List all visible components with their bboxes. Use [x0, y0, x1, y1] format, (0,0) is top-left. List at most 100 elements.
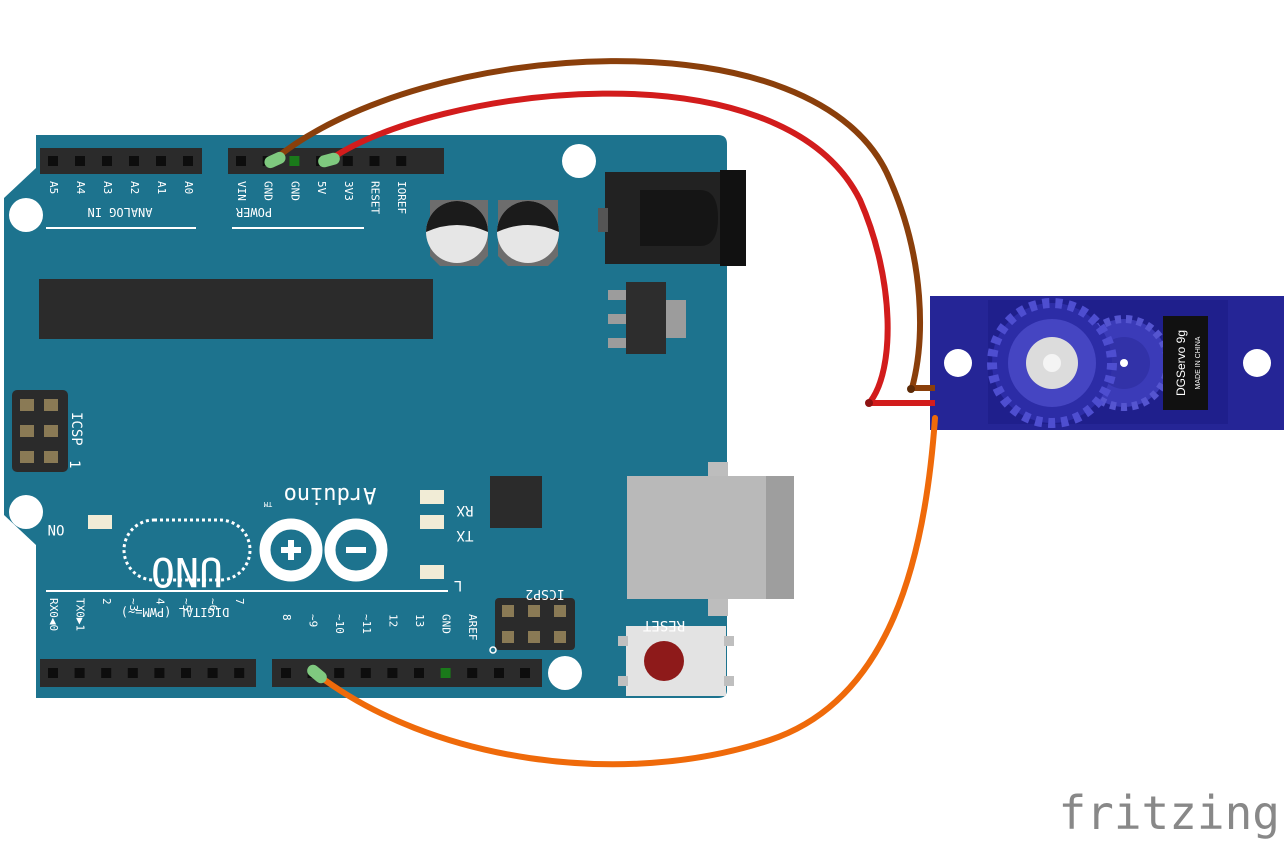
mounting-hole	[9, 198, 43, 232]
fritzing-watermark: fritzing	[1058, 786, 1280, 840]
arduino-brand: Arduino	[284, 482, 377, 507]
header-pin[interactable]	[156, 156, 166, 166]
servo-mount-hole	[1243, 349, 1271, 377]
header-pin[interactable]	[396, 156, 407, 166]
header-pin[interactable]	[467, 668, 478, 678]
pin-label: 12	[386, 614, 399, 627]
power-label: POWER	[235, 205, 272, 219]
reset-button[interactable]: RESET	[618, 617, 734, 696]
pin-label: 8	[280, 614, 293, 621]
arduino-uno-board: ANALOG IN POWER	[4, 135, 794, 698]
header-pin[interactable]	[234, 668, 245, 678]
pin-label: 3V3	[342, 181, 355, 201]
rx-led: RX	[420, 490, 473, 518]
mounting-hole	[548, 656, 582, 690]
header-pin[interactable]	[440, 668, 451, 678]
pin-label: VIN	[235, 181, 248, 201]
header-pin[interactable]	[129, 156, 139, 166]
icsp-label: ICSP	[68, 412, 84, 446]
arduino-logo: Arduino TM UNO	[122, 482, 388, 594]
capacitor	[426, 200, 488, 266]
infinity-logo-icon	[259, 518, 388, 582]
on-led-label: ON	[48, 521, 65, 537]
reset-button-cap[interactable]	[644, 641, 684, 681]
tx-led: TX	[420, 515, 473, 543]
rx-led-label: RX	[456, 502, 473, 518]
header-pin[interactable]	[414, 668, 424, 678]
pin-label: 2	[100, 598, 113, 605]
pin-label: GND	[288, 181, 301, 201]
servo-mount-hole	[944, 349, 972, 377]
servo-model-label: DGServo 9g	[1174, 330, 1188, 396]
pin-label: 4	[153, 598, 166, 605]
wire-end-gnd	[264, 151, 286, 169]
power-wire-bend	[865, 399, 873, 407]
voltage-regulator	[608, 282, 686, 354]
header-pin[interactable]	[207, 668, 218, 678]
pin-label: ~10	[333, 614, 346, 634]
ground-wire-bend	[907, 385, 915, 393]
header-pin[interactable]	[127, 668, 138, 678]
pin-label: A0	[182, 181, 195, 194]
icsp2-header: ICSP2	[495, 586, 575, 650]
capacitor	[497, 200, 559, 266]
header-pin[interactable]	[387, 668, 398, 678]
power-jack	[598, 170, 746, 266]
uno-model: UNO	[151, 548, 223, 594]
pin-label: RESET	[369, 181, 382, 214]
power-wire[interactable]	[328, 90, 891, 405]
trademark-mark: TM	[264, 500, 272, 508]
header-pin[interactable]	[334, 668, 345, 678]
pin-label: A5	[47, 181, 60, 194]
on-led: ON	[48, 515, 112, 537]
servo-motor: DGServo 9g MADE IN CHINA	[930, 296, 1284, 430]
reset-label: RESET	[642, 617, 685, 633]
pin-label: ~5	[180, 598, 193, 611]
header-pin[interactable]	[494, 668, 504, 678]
analog-header: ANALOG IN	[40, 148, 202, 229]
pin-label: A1	[155, 181, 168, 194]
header-pin[interactable]	[289, 156, 300, 166]
pin-label: AREF	[466, 614, 479, 641]
pin-label: IOREF	[395, 181, 408, 214]
pin-label: RX0◀0	[47, 598, 60, 631]
ground-wire[interactable]	[272, 58, 923, 391]
header-pin[interactable]	[360, 668, 371, 678]
servo-label-plate	[1163, 316, 1208, 410]
icsp-pin1-marker: 1	[66, 460, 82, 468]
usb-serial-chip	[490, 476, 542, 528]
signal-wire[interactable]	[315, 415, 938, 768]
pin-label: ~3	[127, 598, 140, 611]
pin-label: A3	[101, 181, 114, 194]
header-pin[interactable]	[342, 156, 353, 166]
header-pin[interactable]	[369, 156, 380, 166]
servo-gear-main	[987, 298, 1117, 428]
header-pin[interactable]	[74, 668, 85, 678]
mounting-hole	[562, 144, 596, 178]
pin-label: GND	[440, 614, 453, 634]
digital-header-low	[40, 659, 256, 687]
pin-label: 13	[413, 614, 426, 627]
wire-end-pin9	[307, 664, 327, 684]
header-pin[interactable]	[154, 668, 165, 678]
header-pin[interactable]	[236, 156, 246, 166]
mounting-hole	[9, 495, 43, 529]
tx-led-label: TX	[456, 527, 473, 543]
header-pin[interactable]	[75, 156, 85, 166]
header-pin[interactable]	[48, 668, 58, 678]
header-pin[interactable]	[181, 668, 191, 678]
icsp2-label: ICSP2	[525, 586, 564, 601]
header-pin[interactable]	[183, 156, 193, 166]
uno-badge	[122, 518, 252, 582]
header-pin[interactable]	[520, 668, 530, 678]
pin-label: 7	[233, 598, 246, 605]
header-pin[interactable]	[281, 668, 291, 678]
header-pin[interactable]	[48, 156, 58, 166]
l-led-label: L	[454, 577, 462, 593]
icsp-header: ICSP 1	[12, 390, 84, 472]
header-pin[interactable]	[102, 156, 112, 166]
pin-label: A4	[74, 181, 87, 195]
header-pin[interactable]	[101, 668, 112, 678]
pin-label: ~6	[207, 598, 220, 611]
